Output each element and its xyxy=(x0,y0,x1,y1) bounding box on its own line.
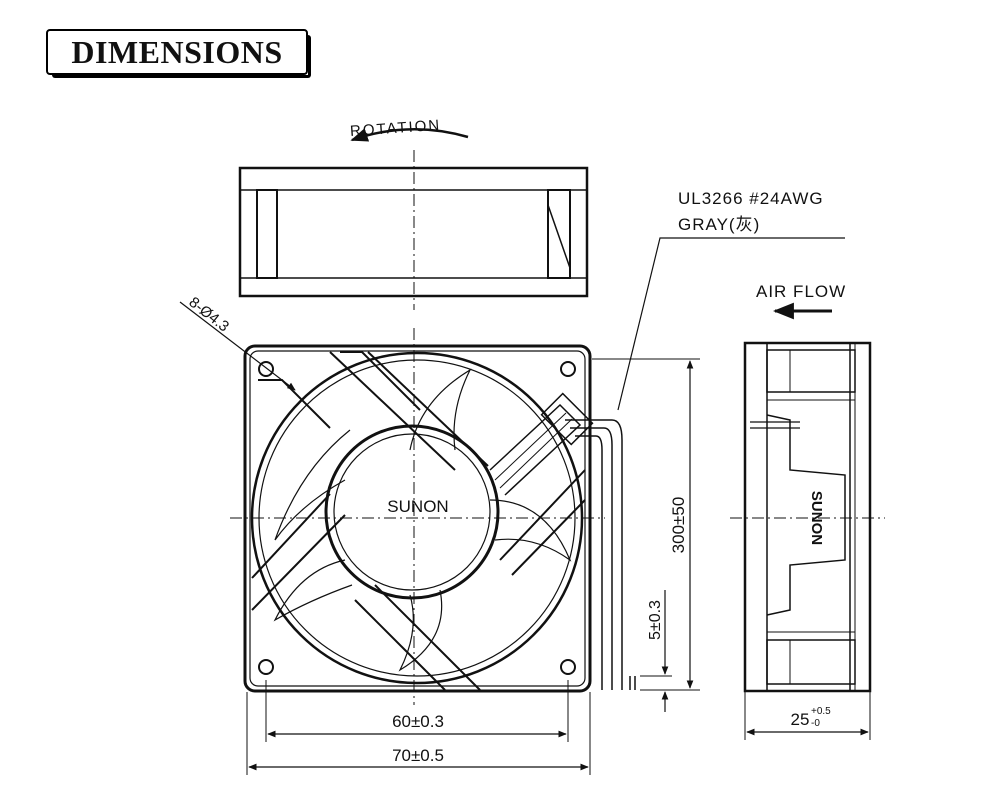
thickness-label: 25 xyxy=(791,710,810,729)
fan-blades xyxy=(273,368,572,672)
thickness-tol-upper: +0.5 xyxy=(811,706,831,717)
strip-length-label: 5±0.3 xyxy=(647,600,664,640)
hole-pitch-label: 60±0.3 xyxy=(392,712,444,731)
overall-width-dimension: 70±0.5 xyxy=(246,692,591,775)
rotation-label: ROTATION xyxy=(350,117,442,140)
thickness-tol-lower: -0 xyxy=(811,718,820,729)
brand-logo-side: SUNON xyxy=(808,491,825,545)
air-flow-indicator: AIR FLOW xyxy=(756,282,846,320)
thickness-dimension: 25 +0.5 -0 xyxy=(744,692,871,740)
hole-pitch-dimension: 60±0.3 xyxy=(265,680,569,742)
top-view xyxy=(238,150,589,310)
wire-channel xyxy=(489,392,594,496)
lead-wires xyxy=(565,419,636,690)
hole-spec-label: 8-Ø4.3 xyxy=(186,294,233,336)
wire-color-label: GRAY(灰) xyxy=(678,215,760,234)
strip-length-dimension: 5±0.3 xyxy=(640,590,672,712)
lead-length-label: 300±50 xyxy=(669,497,688,554)
front-view: SUNON xyxy=(230,328,605,705)
lead-length-dimension: 300±50 xyxy=(592,358,700,691)
overall-width-label: 70±0.5 xyxy=(392,746,444,765)
rotation-indicator: ROTATION xyxy=(350,117,469,142)
side-view: SUNON xyxy=(730,341,885,693)
air-flow-label: AIR FLOW xyxy=(756,282,846,301)
wire-spec-callout: UL3266 #24AWG GRAY(灰) xyxy=(617,189,845,411)
brand-logo-front: SUNON xyxy=(387,497,448,516)
hole-callout: 8-Ø4.3 xyxy=(179,294,296,391)
wire-spec-label: UL3266 #24AWG xyxy=(678,189,824,208)
frame-spokes xyxy=(251,351,586,691)
mounting-holes xyxy=(258,361,576,675)
